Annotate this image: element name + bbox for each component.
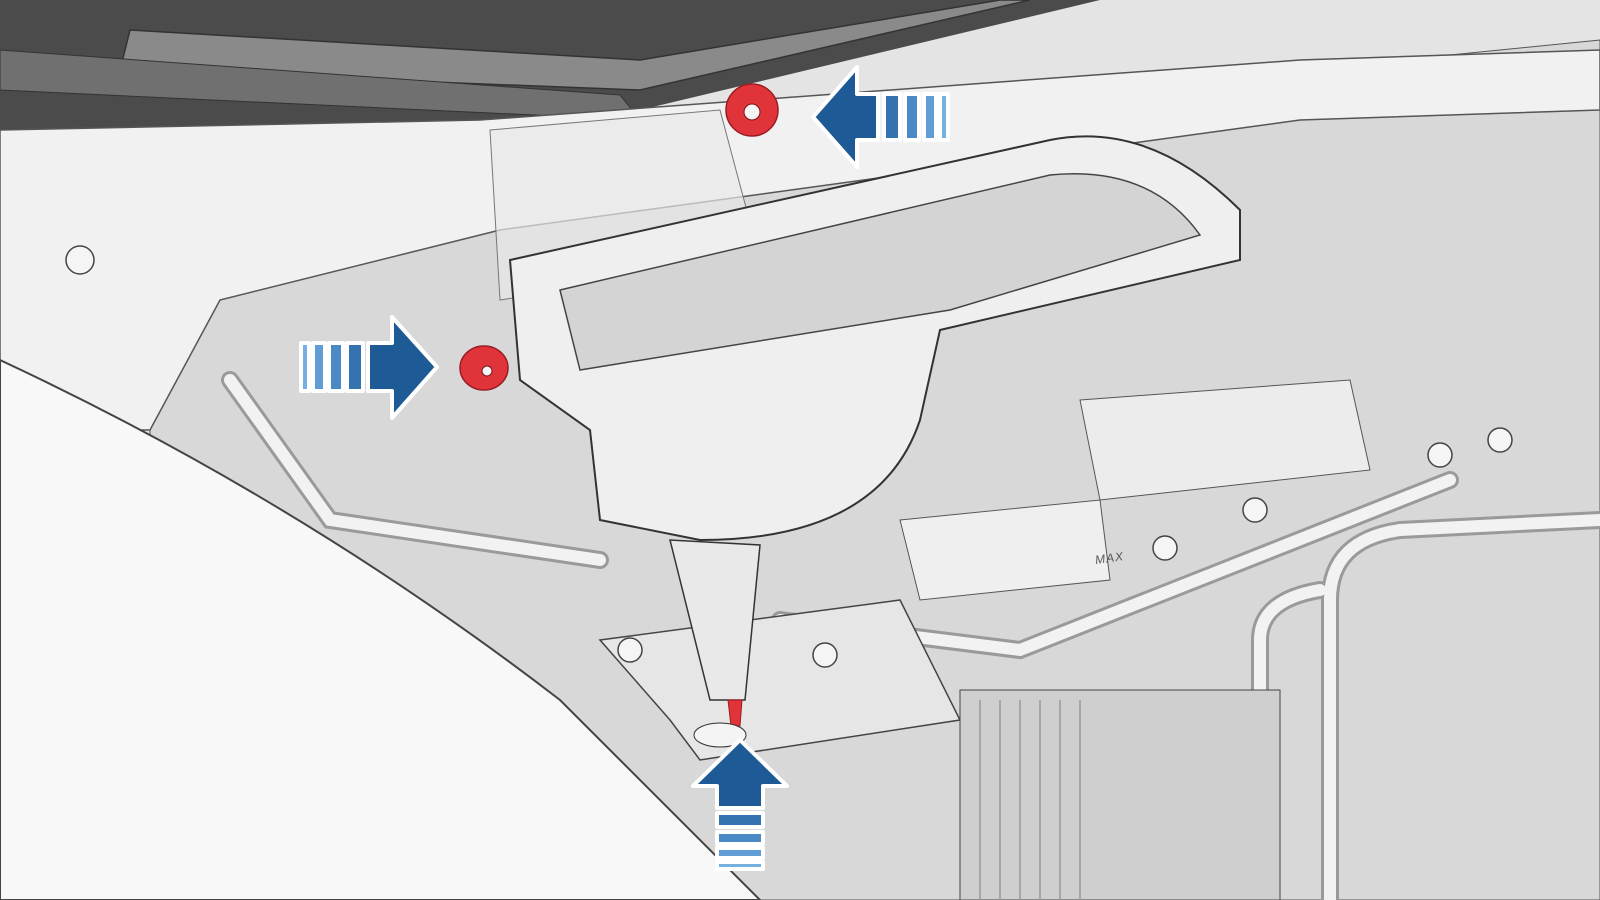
- fender-panel: [0, 358, 762, 900]
- coolant-reservoir: [899, 499, 1111, 601]
- side-fastener-icon: [459, 345, 509, 391]
- bolts: [65, 245, 1513, 668]
- upper-fastener-icon: [725, 83, 779, 137]
- lower-clip-icon: [693, 699, 747, 748]
- mount-bracket: [598, 599, 962, 761]
- heat-exchanger: [959, 689, 1281, 900]
- battery: [1079, 379, 1371, 501]
- arrow-up-icon: [691, 738, 789, 871]
- arrow-right-icon: [299, 315, 439, 420]
- arrow-left-icon: [811, 65, 950, 169]
